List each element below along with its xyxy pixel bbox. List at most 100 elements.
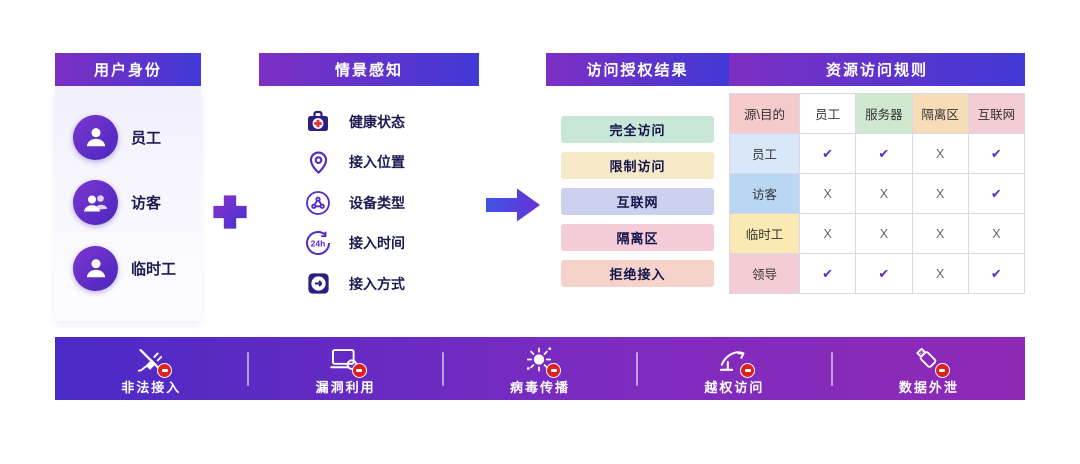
rules-row-header: 临时工 xyxy=(729,213,800,254)
context-item: 健康状态 xyxy=(303,107,471,137)
top-row: 用户身份 员工 访客 xyxy=(55,53,1026,321)
separator xyxy=(636,351,639,386)
employee-user-icon xyxy=(73,114,118,160)
prohibition-badge xyxy=(157,363,173,378)
context-item: 接入位置 xyxy=(303,147,471,177)
rules-panel: 资源访问规则 源\目的 员工 服务器 隔离区 互联网 员工 ✔ xyxy=(729,53,1026,321)
identity-item: 访客 xyxy=(73,180,195,225)
rules-col-header: 互联网 xyxy=(967,93,1026,134)
rule-cell-value: X xyxy=(911,253,969,294)
identity-item: 临时工 xyxy=(73,245,195,291)
rules-panel-header: 资源访问规则 xyxy=(729,53,1025,86)
auth-result-bar: 隔离区 xyxy=(561,224,714,251)
rules-col-header: 隔离区 xyxy=(911,93,969,134)
threat-bar: 非法接入 漏洞利用 xyxy=(55,337,1025,400)
separator xyxy=(830,351,833,386)
context-item-label: 接入时间 xyxy=(349,235,405,251)
context-panel-title: 情景感知 xyxy=(334,62,403,79)
rule-cell-value: X xyxy=(798,173,857,214)
auth-result-bar: 互联网 xyxy=(561,188,714,215)
rules-col-header: 员工 xyxy=(798,93,857,134)
data-leak-usb-icon xyxy=(912,344,950,378)
identity-panel-title: 用户身份 xyxy=(93,62,162,79)
authorization-panel-header: 访问授权结果 xyxy=(546,53,729,86)
context-item-label: 接入方式 xyxy=(349,275,405,292)
rule-cell-value: X xyxy=(911,173,969,214)
plus-icon xyxy=(213,195,247,229)
rules-panel-title: 资源访问规则 xyxy=(825,62,928,79)
identity-panel: 用户身份 员工 访客 xyxy=(55,53,201,321)
identity-item-label: 访客 xyxy=(131,195,162,212)
clock-24h-icon: 24h xyxy=(303,228,333,258)
auth-result-bar: 限制访问 xyxy=(561,152,714,179)
authorization-panel-body: 完全访问 限制访问 互联网 隔离区 拒绝接入 xyxy=(546,86,729,321)
context-panel: 情景感知 健康状态 接入位置 xyxy=(259,53,479,321)
privilege-escalation-icon xyxy=(717,344,756,378)
identity-item: 员工 xyxy=(73,114,195,160)
threat-label: 漏洞利用 xyxy=(315,380,376,395)
rules-col-header: 服务器 xyxy=(855,93,913,134)
context-panel-header: 情景感知 xyxy=(259,53,479,86)
rule-cell-value: X xyxy=(798,213,857,254)
threat-label: 数据外泄 xyxy=(898,380,959,395)
rule-cell-value: X xyxy=(911,213,969,254)
rule-cell-value: ✔ xyxy=(798,133,857,174)
rule-cell-value: X xyxy=(855,213,913,254)
rules-row-header: 访客 xyxy=(729,173,800,214)
prohibition-badge xyxy=(934,363,950,378)
threat-item: 漏洞利用 xyxy=(249,337,441,400)
threat-item: 病毒传播 xyxy=(444,337,636,400)
rule-cell-value: ✔ xyxy=(798,253,857,294)
rule-cell-value: ✔ xyxy=(967,253,1026,294)
table-row: 访客 X X X ✔ xyxy=(729,173,1026,214)
rules-corner-cell: 源\目的 xyxy=(729,93,800,134)
threat-label: 病毒传播 xyxy=(510,380,571,395)
threat-label: 非法接入 xyxy=(121,380,182,395)
rules-row-header: 员工 xyxy=(729,133,800,174)
threat-label: 越权访问 xyxy=(704,380,765,395)
context-item-label: 健康状态 xyxy=(349,113,405,130)
prohibition-badge xyxy=(740,363,756,378)
context-item: 24h 接入时间 xyxy=(303,228,471,258)
threat-item: 非法接入 xyxy=(55,337,247,400)
rule-cell-value: ✔ xyxy=(855,253,913,294)
context-item-label: 设备类型 xyxy=(349,194,405,211)
arrow-right-icon xyxy=(485,188,540,222)
rule-cell-value: ✔ xyxy=(967,173,1026,214)
vulnerability-exploit-icon xyxy=(329,344,367,378)
identity-panel-body: 员工 访客 临时工 xyxy=(55,86,201,321)
rules-table: 源\目的 员工 服务器 隔离区 互联网 员工 ✔ ✔ X ✔ 访客 xyxy=(729,93,1026,294)
prohibition-badge xyxy=(351,363,367,378)
virus-icon xyxy=(523,344,562,378)
svg-text:24h: 24h xyxy=(311,238,326,248)
rule-cell-value: ✔ xyxy=(855,133,913,174)
authorization-panel-title: 访问授权结果 xyxy=(586,62,689,79)
auth-result-bar: 拒绝接入 xyxy=(561,260,714,287)
table-row: 领导 ✔ ✔ X ✔ xyxy=(729,253,1026,294)
location-pin-icon xyxy=(303,147,333,177)
rules-header-row: 源\目的 员工 服务器 隔离区 互联网 xyxy=(729,93,1026,134)
threat-item: 越权访问 xyxy=(638,337,830,400)
separator xyxy=(441,351,444,386)
context-item-label: 接入位置 xyxy=(349,154,405,170)
context-item: 设备类型 xyxy=(303,188,471,218)
identity-item-label: 员工 xyxy=(131,129,162,147)
context-item: 接入方式 xyxy=(303,269,471,299)
arrow-connector xyxy=(479,53,546,321)
rules-panel-body: 源\目的 员工 服务器 隔离区 互联网 员工 ✔ ✔ X ✔ 访客 xyxy=(729,86,1026,321)
visitor-users-icon xyxy=(73,180,118,225)
health-kit-icon xyxy=(303,107,333,137)
auth-result-bar: 完全访问 xyxy=(561,116,714,143)
authorization-panel: 访问授权结果 完全访问 限制访问 互联网 隔离区 拒绝接入 xyxy=(546,53,729,321)
access-method-icon xyxy=(303,269,333,299)
plus-connector xyxy=(201,53,259,321)
identity-item-label: 临时工 xyxy=(131,260,177,278)
device-type-icon xyxy=(303,188,333,218)
rule-cell-value: X xyxy=(967,213,1026,254)
rule-cell-value: X xyxy=(855,173,913,214)
table-row: 员工 ✔ ✔ X ✔ xyxy=(729,133,1026,174)
illegal-access-icon xyxy=(134,344,173,378)
rules-row-header: 领导 xyxy=(729,253,800,294)
rule-cell-value: X xyxy=(911,133,969,174)
